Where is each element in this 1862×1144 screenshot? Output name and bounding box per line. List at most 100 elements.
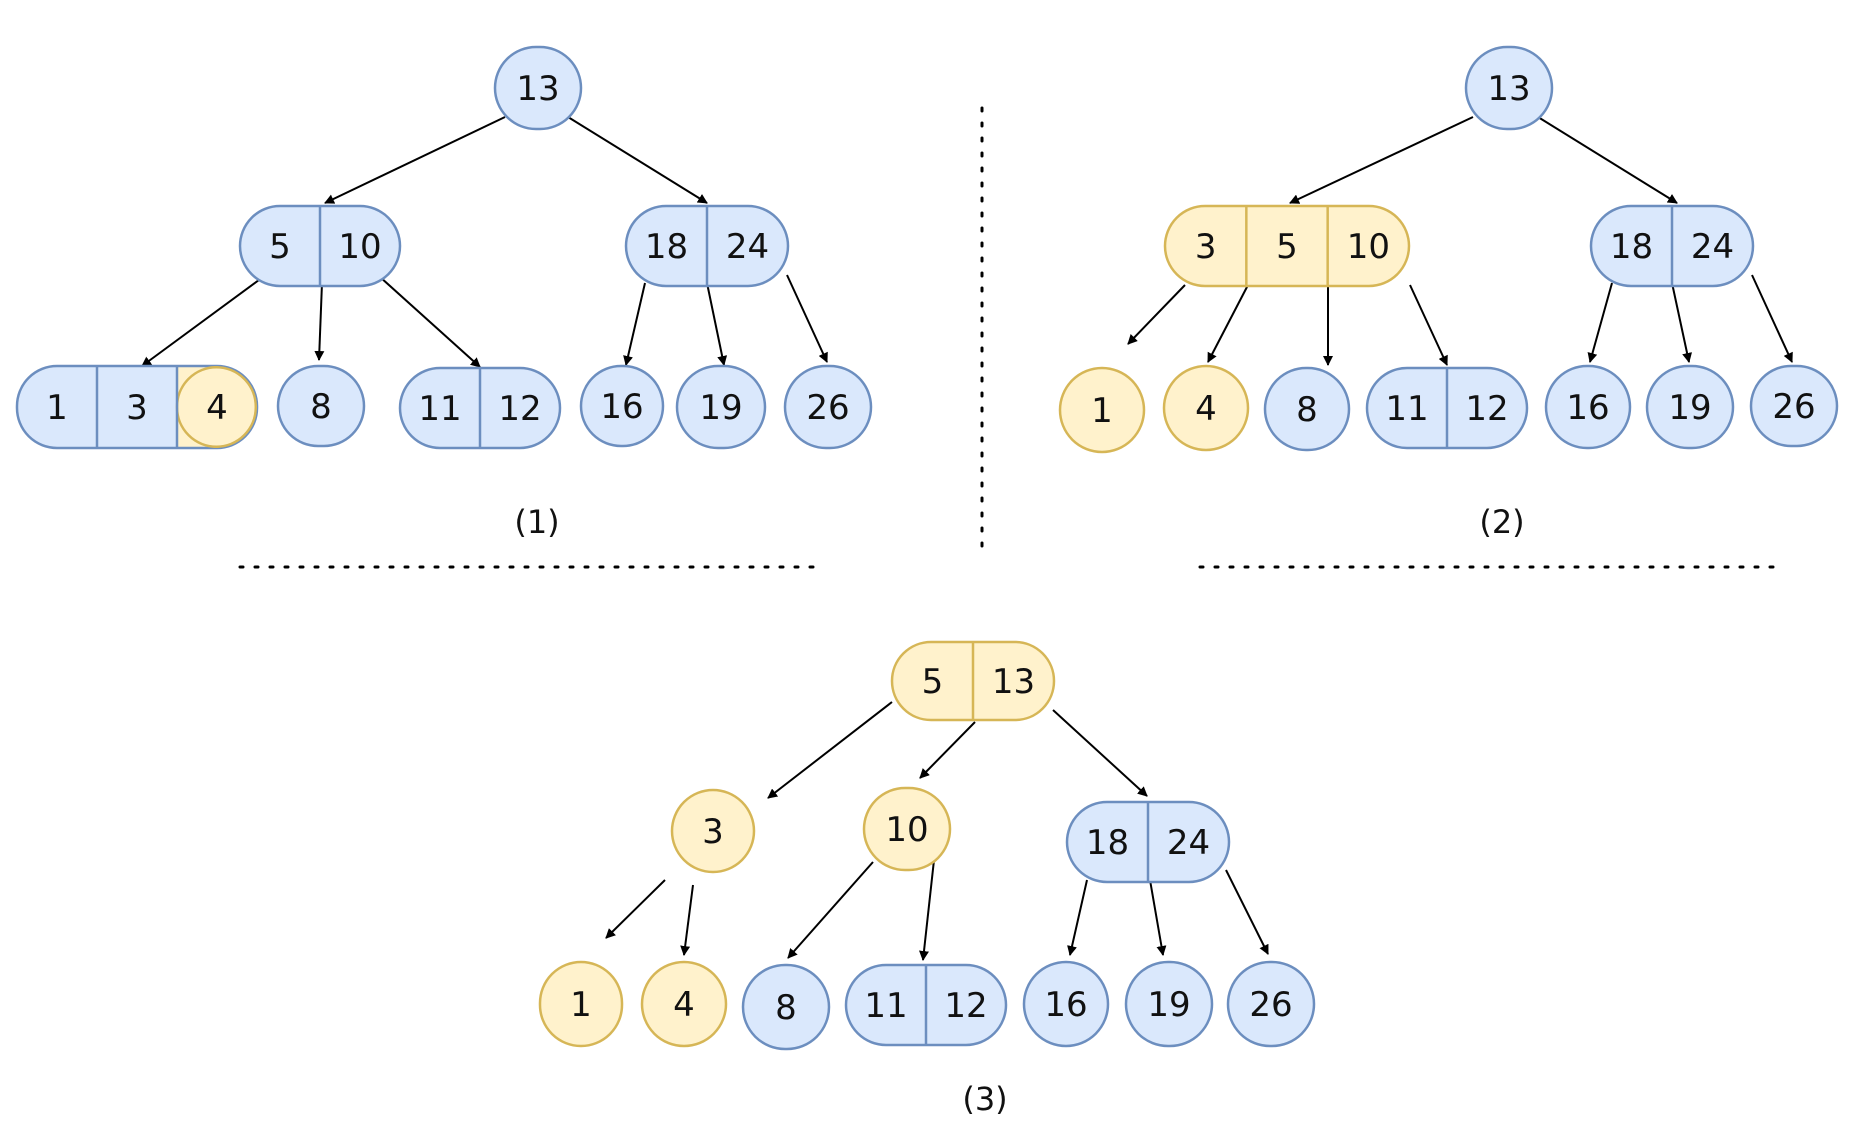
leaf-node: 26 [783, 364, 873, 450]
edge [1207, 284, 1249, 363]
edge [767, 701, 893, 799]
node-key: 11 [864, 986, 907, 1026]
node-key: 1 [46, 388, 68, 428]
edge [786, 274, 828, 363]
highlighted-key-cell [1060, 368, 1144, 452]
edge [1225, 869, 1269, 955]
node-key: 13 [516, 69, 559, 109]
key-cell [626, 206, 708, 286]
key-cell [1447, 368, 1527, 448]
leaf-node: 4 [640, 960, 728, 1048]
leaf-node: 8 [1263, 366, 1351, 452]
leaf-node: 11 12 [844, 963, 1008, 1047]
node-key: 10 [1347, 227, 1390, 267]
highlighted-key-cell [892, 642, 974, 720]
key-cell [1751, 366, 1837, 446]
node-key: 1 [570, 985, 592, 1025]
leaf-node: 1 3 4 [15, 364, 259, 450]
edge [1587, 282, 1613, 363]
edge [787, 861, 874, 959]
node-key: 3 [1195, 227, 1217, 267]
highlighted-key-cell [1165, 206, 1247, 286]
panel-3-edges [605, 701, 1269, 961]
edge [919, 859, 935, 961]
node-key: 12 [1465, 389, 1508, 429]
panel-1-edges [141, 116, 828, 368]
highlighted-key-cell [642, 962, 726, 1046]
leaf-node: 26 [1749, 364, 1839, 448]
edge [1537, 116, 1678, 204]
highlighted-key-cell [973, 642, 1054, 720]
leaf-node: 19 [1124, 960, 1214, 1048]
node-key: 19 [1668, 388, 1711, 428]
leaf-node: 1 [538, 960, 624, 1048]
edge [1289, 116, 1474, 204]
edge [1127, 284, 1186, 345]
node-key: 4 [206, 388, 228, 428]
edge [1067, 879, 1088, 956]
edge [706, 282, 728, 366]
edge [919, 721, 976, 779]
node-key: 3 [126, 388, 148, 428]
node-key: 16 [600, 387, 643, 427]
key-cell [1647, 366, 1733, 448]
panel-caption: (3) [962, 1080, 1007, 1118]
key-cell [320, 206, 400, 286]
leaf-node: 4 [1162, 364, 1250, 452]
highlighted-key-cell [540, 962, 622, 1046]
node-key: 26 [1772, 387, 1815, 427]
key-cell [1228, 962, 1314, 1046]
key-cell [677, 366, 765, 448]
panel-caption: (1) [514, 503, 559, 541]
edge [1052, 709, 1148, 797]
leaf-node: 16 [1544, 364, 1632, 450]
node-key: 16 [1566, 388, 1609, 428]
node-key: 11 [418, 389, 461, 429]
key-cell [1591, 206, 1673, 286]
key-cell [743, 965, 829, 1049]
edge [567, 116, 708, 204]
node-key: 13 [992, 662, 1035, 702]
leaf-node: 1 [1058, 366, 1146, 454]
node-key: 3 [702, 812, 724, 852]
node-key: 4 [1195, 389, 1217, 429]
key-cell [1466, 47, 1552, 129]
key-cell [17, 366, 98, 448]
key-cell [1265, 368, 1349, 450]
edge [623, 282, 646, 366]
key-cell [785, 366, 871, 448]
leaf-node: 16 [1022, 960, 1110, 1048]
node-key: 5 [922, 662, 944, 702]
edge [1751, 274, 1793, 363]
edge [324, 116, 506, 204]
leaf-node: 8 [276, 364, 366, 448]
node-key: 26 [806, 388, 849, 428]
edge [1671, 282, 1692, 363]
root-node: 13 [1464, 45, 1554, 131]
highlighted-key-cell [1327, 206, 1409, 286]
edge [605, 879, 666, 939]
node-key: 10 [338, 227, 381, 267]
key-cell [846, 965, 927, 1045]
node-key: 12 [944, 986, 987, 1026]
leaf-node: 8 [741, 963, 831, 1051]
key-cell [1126, 962, 1212, 1046]
node-key: 10 [885, 810, 928, 850]
key-cell [1067, 802, 1149, 882]
leaf-node: 19 [1645, 364, 1735, 450]
highlighted-key-cell [672, 790, 754, 872]
node-key: 8 [1296, 390, 1318, 430]
key-cell [240, 206, 321, 286]
key-cell [480, 368, 560, 448]
node-key: 19 [699, 388, 742, 428]
key-cell [400, 368, 481, 448]
